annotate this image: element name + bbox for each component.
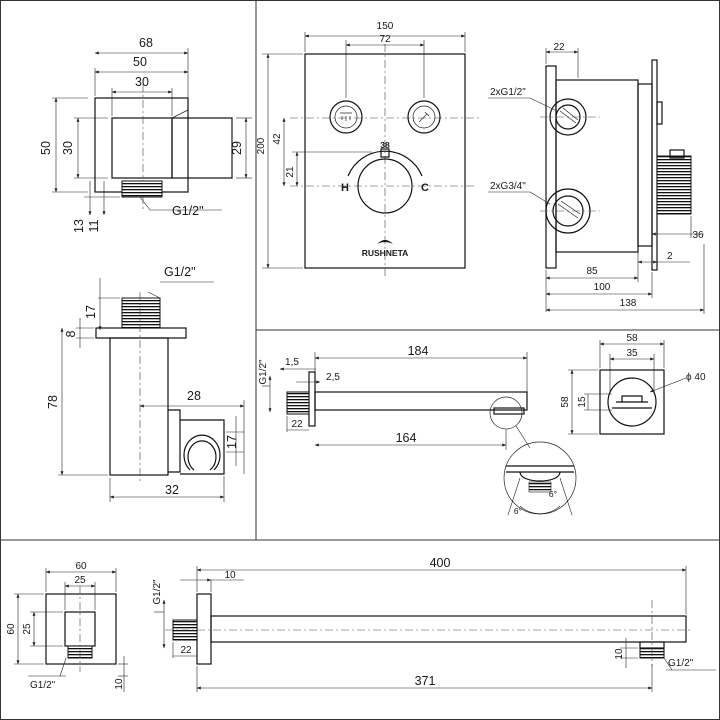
dim-21-vertical: 21 [285, 166, 296, 178]
arm-thread-in-label: G1/2" [152, 579, 163, 605]
dim-138: 138 [620, 298, 637, 309]
handshower-button [407, 100, 441, 134]
thermostat-knob [357, 158, 413, 214]
dim-17-side: 17 [225, 435, 239, 449]
dim-68: 68 [139, 36, 153, 50]
dim-42-vertical: 42 [272, 133, 283, 145]
dim-11-vertical: 11 [87, 219, 101, 232]
view-rosette: 58 35 58 15 ϕ 40 [560, 333, 706, 435]
view-shower-holder: G1/2" 17 8 78 28 17 32 [46, 265, 245, 502]
dim-371: 371 [415, 674, 436, 688]
dim-25-top: 25 [74, 575, 86, 586]
conn-small-label: 2xG1/2" [490, 87, 526, 98]
dim-17-top: 17 [84, 305, 98, 319]
brand-label: RUSHNETA [362, 248, 409, 258]
temp-label: 38 [380, 140, 390, 150]
conn-large-label: 2xG3/4" [490, 181, 526, 192]
dim-150: 150 [377, 21, 394, 32]
dim-60-top: 60 [75, 561, 87, 572]
dim-58-top: 58 [626, 333, 638, 344]
dim-200-vertical: 200 [256, 137, 267, 154]
dim-78-vertical: 78 [46, 395, 60, 409]
dim-diameter: ϕ 40 [686, 372, 706, 383]
hot-label: H [341, 182, 349, 194]
aerator-detail: 6° 6° [503, 441, 577, 516]
dim-30: 30 [135, 75, 149, 89]
shower-button [329, 100, 363, 134]
view-elbow-top: 68 50 30 50 30 29 13 11 G1/2" [39, 36, 252, 233]
view-shower-arm: G1/2" 400 10 22 10 G1/2" 371 [152, 556, 716, 692]
dim-35: 35 [626, 348, 638, 359]
dim-72: 72 [379, 34, 391, 45]
angle-right: 6° [549, 489, 557, 499]
thread-stub [121, 180, 163, 198]
dim-10-arm: 10 [224, 570, 236, 581]
view-valve-side: 2xG1/2" 2xG3/4" 22 36 2 85 100 138 [488, 42, 705, 314]
dim-58-vertical: 58 [560, 396, 571, 408]
dim-28: 28 [187, 389, 201, 403]
holder-clip [183, 434, 221, 471]
cartridge-knob [656, 155, 692, 215]
dim-164: 164 [396, 431, 417, 445]
cold-label: C [421, 182, 429, 194]
brand-logo [377, 240, 393, 244]
dim-36: 36 [692, 230, 704, 241]
dim-184: 184 [408, 344, 429, 358]
connector-small [549, 98, 587, 136]
rosette-circle [607, 377, 657, 427]
dim-13-vertical: 13 [72, 219, 86, 233]
dim-30-vertical: 30 [61, 141, 75, 155]
wall-elbow-thread-label: G1/2" [30, 680, 56, 691]
holder-thread-label: G1/2" [164, 265, 196, 279]
view-wall-elbow: 60 25 60 25 10 G1/2" [6, 561, 128, 692]
dim-22: 22 [553, 42, 565, 53]
dim-2: 2 [667, 251, 673, 262]
view-spout: G1/2" 1,5 2,5 184 22 164 6° 6° [258, 344, 577, 516]
dim-32: 32 [165, 483, 179, 497]
dim-15-vertical: 15 [577, 396, 588, 408]
dim-85: 85 [586, 266, 598, 277]
thread-label: G1/2" [172, 204, 204, 218]
dim-1-5: 1,5 [285, 357, 299, 368]
dim-10-arm-vertical: 10 [614, 648, 625, 660]
view-panel-front: 38 H C RUSHNETA 150 72 200 42 21 [256, 21, 480, 276]
arm-thread-out-label: G1/2" [668, 658, 694, 669]
dim-22-spout: 22 [291, 419, 303, 430]
dim-400: 400 [430, 556, 451, 570]
dim-10-vertical: 10 [114, 678, 125, 690]
dim-22-arm: 22 [180, 645, 192, 656]
angle-left: 6° [514, 506, 522, 516]
spout-thread [286, 391, 310, 415]
holder-thread [121, 297, 161, 329]
dim-60-vertical: 60 [6, 623, 17, 635]
spout-thread-label: G1/2" [258, 359, 269, 385]
dim-50: 50 [133, 55, 147, 69]
dim-29-vertical: 29 [230, 141, 244, 155]
dim-100: 100 [594, 282, 611, 293]
dim-8: 8 [64, 330, 78, 337]
dim-25-vertical: 25 [22, 623, 33, 635]
dim-2-5: 2,5 [326, 372, 340, 383]
dim-50-vertical: 50 [39, 141, 53, 155]
